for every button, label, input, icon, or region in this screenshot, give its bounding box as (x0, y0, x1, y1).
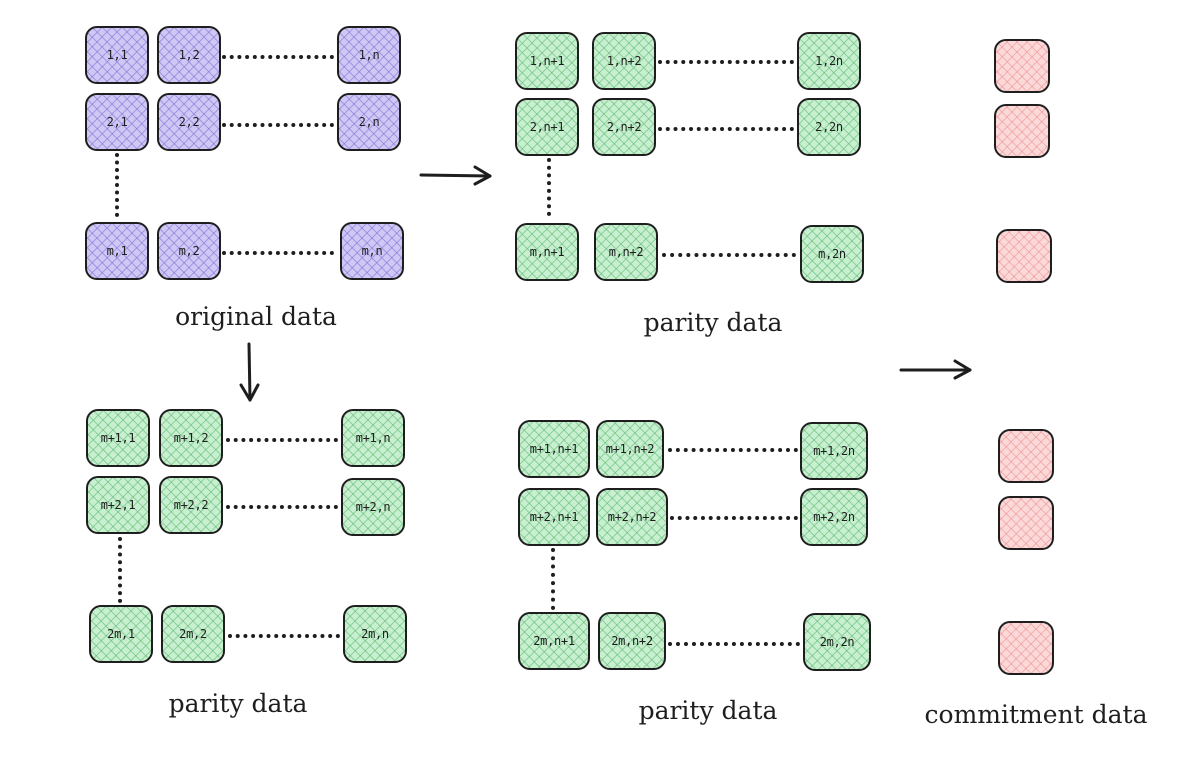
down-arrow-icon (239, 342, 260, 402)
parity-bottom-cell-m+1-n: m+1,n (341, 409, 405, 467)
parity-bottom-cell-2m-n: 2m,n (343, 605, 407, 663)
row-ellipsis (668, 448, 798, 452)
parity-corner-cell-m+2-2n: m+2,2n (800, 488, 868, 546)
original-cell-2-2: 2,2 (157, 93, 221, 151)
row-ellipsis (222, 123, 334, 127)
parity-right-cell-1-n+1: 1,n+1 (515, 32, 579, 90)
column-ellipsis (118, 537, 122, 603)
parity-right-cell-2-n+1: 2,n+1 (515, 98, 579, 156)
original-cell-2-n: 2,n (337, 93, 401, 151)
commitment-cell-row-1 (994, 39, 1050, 93)
parity-right-cell-2-n+2: 2,n+2 (592, 98, 656, 156)
original-cell-m-1: m,1 (85, 222, 149, 280)
right-arrow-icon (419, 165, 492, 186)
parity-right-cell-1-2n: 1,2n (797, 32, 861, 90)
parity-corner-cell-m+2-n+2: m+2,n+2 (596, 488, 668, 546)
original-data-caption: original data (175, 302, 337, 331)
column-ellipsis (551, 548, 555, 610)
row-ellipsis (658, 127, 794, 131)
parity-bottom-cell-m+2-n: m+2,n (341, 478, 405, 536)
commitment-cell-row-m+2 (998, 496, 1054, 550)
commitment-cell-row-2 (994, 104, 1050, 158)
row-ellipsis (228, 634, 340, 638)
parity-corner-cell-m+1-2n: m+1,2n (800, 422, 868, 480)
parity-bottom-cell-2m-1: 2m,1 (89, 605, 153, 663)
right-arrow-icon (899, 359, 972, 380)
parity-right-cell-1-n+2: 1,n+2 (592, 32, 656, 90)
parity-bottom-cell-m+1-2: m+1,2 (159, 409, 223, 467)
parity-corner-cell-m+1-n+1: m+1,n+1 (518, 420, 590, 478)
commitment-cell-row-m+1 (998, 429, 1054, 483)
row-ellipsis (222, 251, 334, 255)
parity-bottom-cell-2m-2: 2m,2 (161, 605, 225, 663)
original-cell-1-1: 1,1 (85, 26, 149, 84)
parity-corner-cell-2m-2n: 2m,2n (803, 613, 871, 671)
original-cell-2-1: 2,1 (85, 93, 149, 151)
parity-data-caption-bottom-left: parity data (168, 689, 308, 718)
original-cell-m-n: m,n (340, 222, 404, 280)
commitment-cell-row-m (996, 229, 1052, 283)
parity-bottom-cell-m+2-1: m+2,1 (86, 476, 150, 534)
parity-corner-cell-m+1-n+2: m+1,n+2 (596, 420, 664, 478)
original-cell-1-n: 1,n (337, 26, 401, 84)
row-ellipsis (668, 642, 800, 646)
row-ellipsis (658, 60, 794, 64)
parity-corner-cell-2m-n+2: 2m,n+2 (598, 612, 666, 670)
row-ellipsis (222, 55, 334, 59)
row-ellipsis (670, 516, 798, 520)
column-ellipsis (115, 153, 119, 217)
original-cell-1-2: 1,2 (157, 26, 221, 84)
parity-right-cell-m-n+2: m,n+2 (594, 223, 658, 281)
parity-right-cell-m-n+1: m,n+1 (515, 223, 579, 281)
parity-bottom-cell-m+2-2: m+2,2 (159, 476, 223, 534)
commitment-cell-row-2m (998, 621, 1054, 675)
parity-right-cell-2-2n: 2,2n (797, 98, 861, 156)
commitment-data-caption: commitment data (924, 700, 1148, 729)
parity-data-caption-top: parity data (643, 308, 783, 337)
original-cell-m-2: m,2 (157, 222, 221, 280)
column-ellipsis (547, 158, 551, 216)
parity-corner-cell-m+2-n+1: m+2,n+1 (518, 488, 590, 546)
row-ellipsis (226, 505, 338, 509)
parity-bottom-cell-m+1-1: m+1,1 (86, 409, 150, 467)
parity-right-cell-m-2n: m,2n (800, 225, 864, 283)
parity-data-caption-bottom-right: parity data (638, 696, 778, 725)
row-ellipsis (662, 253, 796, 257)
row-ellipsis (226, 438, 338, 442)
parity-corner-cell-2m-n+1: 2m,n+1 (518, 612, 590, 670)
